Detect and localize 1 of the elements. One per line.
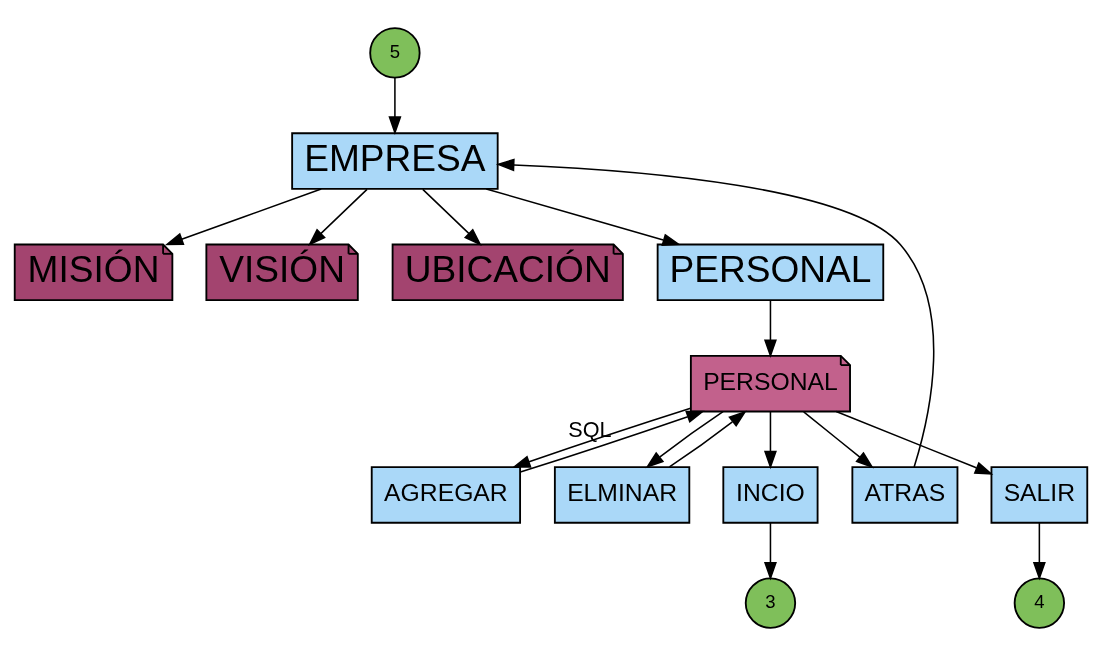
edge-label: SQL: [568, 416, 612, 442]
